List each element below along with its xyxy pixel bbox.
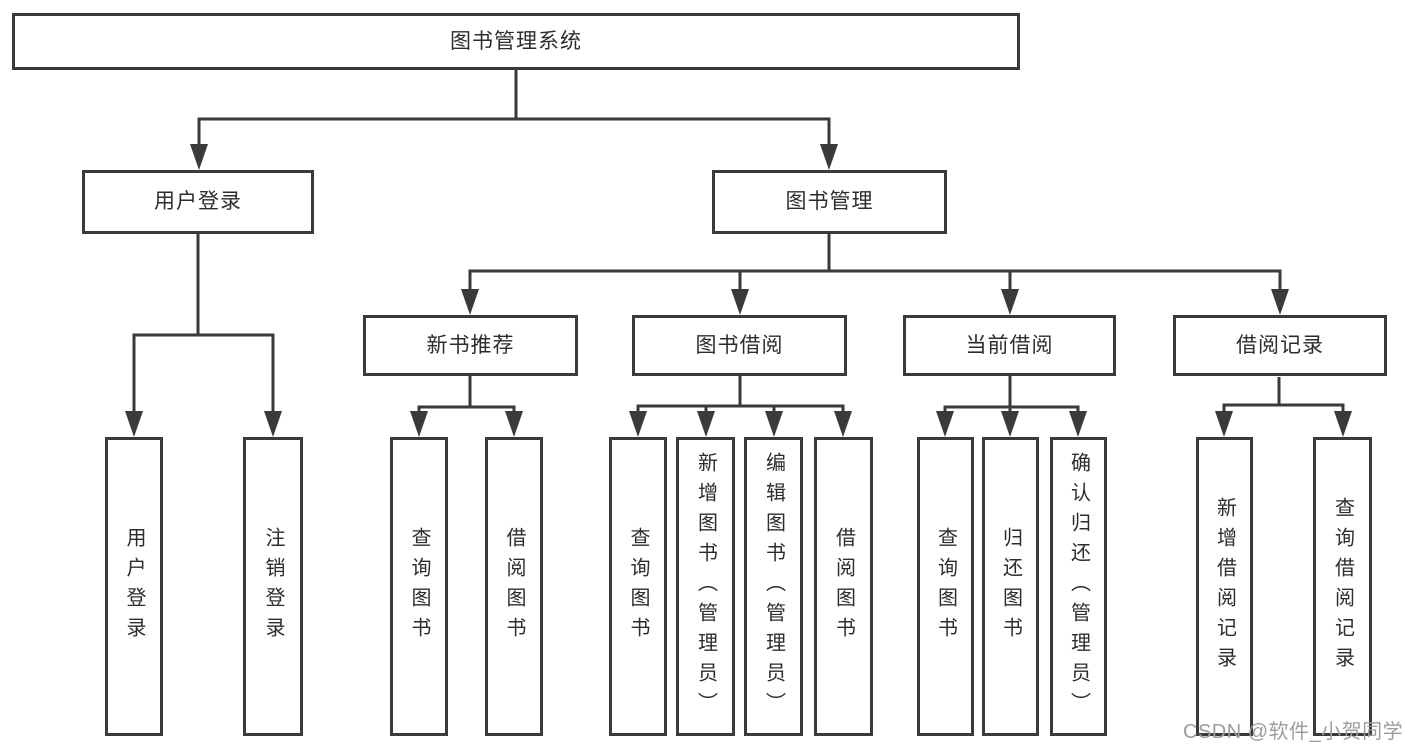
- leaf-add-borrow-record: 新增借阅记录: [1196, 437, 1253, 736]
- node-library-system: 图书管理系统: [12, 13, 1020, 70]
- node-new-book-recommend: 新书推荐: [363, 315, 578, 376]
- leaf-edit-book-admin: 编辑图书（管理员）: [744, 437, 803, 736]
- node-book-management: 图书管理: [712, 170, 947, 234]
- leaf-query-books-3: 查询图书: [917, 437, 974, 736]
- node-current-borrow: 当前借阅: [903, 315, 1116, 376]
- leaf-borrow-books-2: 借阅图书: [814, 437, 873, 736]
- leaf-query-borrow-record: 查询借阅记录: [1313, 437, 1372, 736]
- leaf-confirm-return-admin: 确认归还（管理员）: [1050, 437, 1107, 736]
- leaf-logout: 注销登录: [243, 437, 303, 736]
- leaf-query-books-2: 查询图书: [609, 437, 667, 736]
- leaf-borrow-books-1: 借阅图书: [485, 437, 543, 736]
- watermark: CSDN @软件_小贺同学: [1183, 721, 1404, 743]
- leaf-user-login: 用户登录: [105, 437, 163, 736]
- node-borrow-records: 借阅记录: [1173, 315, 1387, 376]
- leaf-return-book: 归还图书: [982, 437, 1039, 736]
- leaf-query-books-1: 查询图书: [390, 437, 448, 736]
- node-user-login: 用户登录: [82, 170, 314, 234]
- node-book-borrow: 图书借阅: [632, 315, 847, 376]
- leaf-add-book-admin: 新增图书（管理员）: [676, 437, 735, 736]
